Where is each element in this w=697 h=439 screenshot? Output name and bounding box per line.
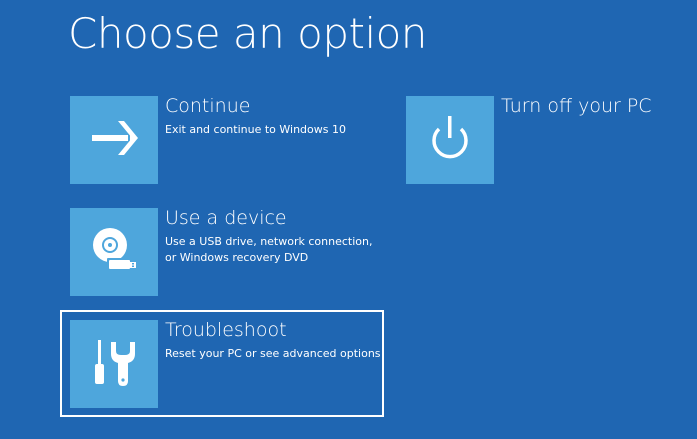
use-a-device-description: Use a USB drive, network connection, or … — [165, 235, 373, 264]
option-continue[interactable]: Continue Exit and continue to Windows 10 — [70, 95, 370, 184]
continue-description: Exit and continue to Windows 10 — [165, 123, 346, 136]
use-a-device-title: Use a device — [165, 207, 287, 229]
troubleshoot-tile[interactable] — [70, 320, 158, 408]
continue-title: Continue — [165, 95, 251, 117]
disc-usb-icon — [93, 228, 136, 270]
turn-off-tile[interactable] — [406, 96, 494, 184]
power-icon — [432, 116, 468, 159]
page-title: Choose an option — [68, 9, 427, 58]
turn-off-title: Turn off your PC — [501, 95, 652, 117]
continue-tile[interactable] — [70, 96, 158, 184]
option-troubleshoot[interactable]: Troubleshoot Reset your PC or see advanc… — [70, 319, 381, 408]
option-turn-off[interactable]: Turn off your PC — [406, 95, 686, 184]
troubleshoot-title: Troubleshoot — [165, 319, 287, 341]
selection-focus-frame — [60, 310, 384, 417]
tools-icon — [95, 340, 135, 386]
option-use-a-device[interactable]: Use a device Use a USB drive, network co… — [70, 207, 373, 296]
troubleshoot-description: Reset your PC or see advanced options — [165, 347, 381, 360]
use-a-device-tile[interactable] — [70, 208, 158, 296]
arrow-right-icon — [92, 121, 138, 155]
